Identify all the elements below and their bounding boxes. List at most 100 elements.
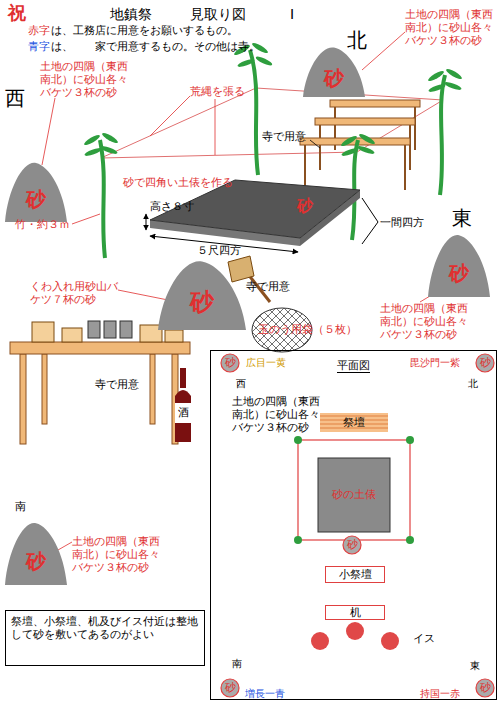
- mound-node: 砂: [428, 232, 490, 297]
- mound-node: 砂: [303, 45, 365, 97]
- node-text: 砂: [297, 196, 313, 215]
- table-leg: [20, 354, 26, 444]
- annotation-label: 砂で四角い土俵を作る: [123, 176, 233, 189]
- bamboo-leaf: [255, 55, 273, 67]
- altar-leg: [414, 107, 416, 150]
- offering-box: [165, 330, 183, 342]
- annotation-label: 土地の四隅（東西南北）に砂山各々バケツ３杯の砂: [405, 8, 497, 48]
- annotation-label: 増長一青: [245, 688, 285, 700]
- sand-circle: [476, 679, 494, 697]
- altar-leg: [404, 145, 406, 190]
- annotation-label: 赤字: [28, 24, 50, 37]
- annotation-label: 青字: [28, 40, 50, 53]
- bamboo-leaf: [357, 145, 376, 156]
- span-bracket: [362, 198, 378, 244]
- bamboo-pole: [440, 75, 445, 195]
- chair-symbol: [381, 632, 399, 650]
- bamboo-leaf: [444, 81, 463, 92]
- annotation-label: ５尺四方: [197, 244, 241, 257]
- table-leg: [150, 354, 155, 424]
- leader-line: [58, 542, 72, 550]
- node-text: 砂: [190, 288, 214, 317]
- annotation-label: 持国一赤: [420, 688, 460, 700]
- node-text: 砂: [449, 261, 469, 285]
- bamboo-pole: [100, 140, 105, 258]
- diagram-title: 地鎮祭: [110, 6, 152, 23]
- annotation-label: 土地の四隅（東西南北）に砂山各々バケツ３杯の砂: [72, 535, 164, 575]
- leader-line: [118, 290, 168, 300]
- box-node: 祭壇、小祭壇、机及びイス付近は整地して砂を敷いてあるのがよい: [5, 610, 205, 666]
- height-dimension: [146, 214, 147, 230]
- rbox-node: 小祭壇: [325, 566, 385, 583]
- annotation-label: 土地の四隅（東西南北）に砂山各々バケツ３杯の砂: [40, 60, 135, 100]
- bamboo-leaf: [237, 58, 256, 69]
- bamboo-dot: [294, 436, 302, 444]
- node-text: 砂: [26, 187, 46, 211]
- bamboo-leaf: [358, 132, 376, 145]
- bamboo-leaf: [101, 131, 119, 144]
- annotation-label: くわ入れ用砂山バケツ７杯の砂: [30, 280, 118, 306]
- chair-symbol: [346, 622, 364, 640]
- leader-line: [42, 98, 55, 165]
- annotation-label: 荒縄を張る: [190, 85, 245, 98]
- leader-line: [72, 214, 100, 224]
- annotation-label: 寺で用意: [246, 280, 290, 293]
- hoe-blade: [228, 256, 254, 282]
- circle-node: 砂: [475, 678, 495, 698]
- offering-box: [32, 322, 54, 342]
- annotation-label: 北: [468, 378, 478, 390]
- table-leg: [42, 354, 47, 424]
- annotation-label: 東: [470, 660, 480, 672]
- bottle-neck: [180, 368, 186, 388]
- annotation-label: 高さ８寸: [150, 200, 194, 213]
- bottle-body: [175, 390, 191, 442]
- node-text: 砂: [480, 681, 491, 694]
- sand-circle: [221, 354, 239, 372]
- annotation-label: 北: [347, 28, 367, 52]
- annotation-label: 土地の四隅（東西南北）に砂山各々バケツ３杯の砂: [232, 395, 320, 435]
- sand-square: [318, 458, 390, 532]
- bamboo-leaf: [83, 133, 101, 146]
- circle-node: 砂: [220, 353, 240, 373]
- rope-line: [101, 88, 256, 158]
- bamboo-leaf: [445, 67, 463, 80]
- node-text: 祭壇: [343, 416, 365, 429]
- bottle-label: [175, 403, 191, 423]
- sand-pile: [5, 163, 67, 222]
- annotation-label: 寺で用意: [95, 378, 139, 391]
- annotation-label: 西: [236, 378, 246, 390]
- annotation-label: 一間四方: [380, 216, 424, 229]
- circle-node: 砂: [475, 353, 495, 373]
- annotation-label: Ⅰ: [290, 6, 294, 23]
- sand-pile: [158, 261, 246, 330]
- bottle-node: 酒: [172, 368, 194, 442]
- sand-circle: [343, 536, 361, 554]
- altar-leg: [304, 145, 306, 190]
- annotation-label: は、 家で用意するもの。その他は寺。: [51, 40, 260, 53]
- annotation-label: 玉のう用袋（５枚）: [258, 323, 357, 336]
- altar-plank: [330, 100, 420, 107]
- bamboo-dot: [406, 436, 414, 444]
- annotation-label: イス: [413, 632, 435, 645]
- sand-circle: [221, 679, 239, 697]
- offering-box: [62, 328, 82, 342]
- mound-node: 砂: [5, 160, 67, 222]
- mound-node: 砂: [5, 520, 67, 585]
- annotation-label: 南: [232, 658, 242, 670]
- leader-line: [362, 32, 405, 70]
- annotation-label: 南: [15, 500, 26, 513]
- sand-pile: [5, 523, 67, 585]
- annotation-label: 西: [5, 86, 25, 110]
- annotation-label: は、工務店に用意をお願いするもの。: [51, 24, 238, 37]
- node-text: 砂: [347, 538, 358, 551]
- table-top: [10, 342, 190, 354]
- cup: [88, 321, 100, 338]
- leader-line: [310, 140, 320, 148]
- node-text: 砂: [26, 549, 46, 573]
- node-text: 砂: [480, 356, 491, 369]
- circle-node: 砂: [342, 535, 362, 555]
- annotation-label: 祝: [8, 2, 26, 24]
- bamboo-leaf: [100, 145, 119, 156]
